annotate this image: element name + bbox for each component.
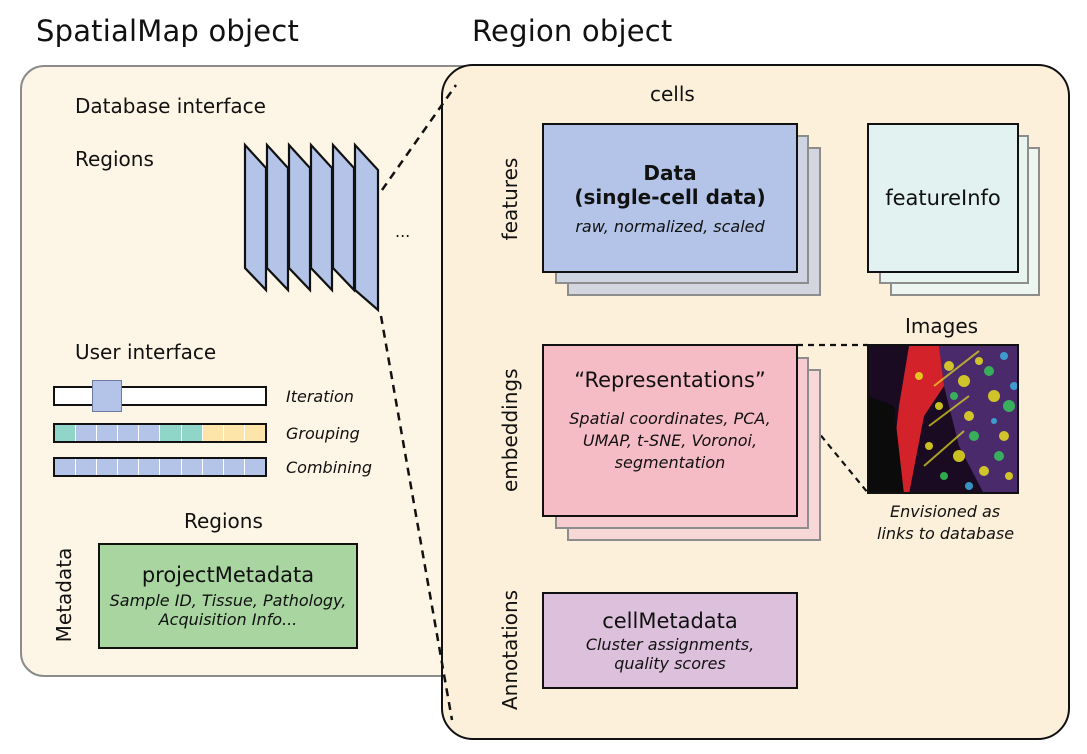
combining-bar bbox=[53, 457, 267, 477]
project-metadata-box: projectMetadata Sample ID, Tissue, Patho… bbox=[98, 543, 358, 649]
cellmetadata-line1: Cluster assignments, bbox=[585, 634, 755, 654]
bar-cell bbox=[202, 388, 224, 404]
user-interface-label: User interface bbox=[75, 340, 217, 364]
cellmetadata-line2: quality scores bbox=[614, 653, 726, 673]
data-subtitle: raw, normalized, scaled bbox=[575, 216, 765, 236]
bar-cell bbox=[55, 388, 77, 404]
cellmetadata-title: cellMetadata bbox=[602, 608, 738, 633]
bar-cell bbox=[181, 388, 203, 404]
bar-cell bbox=[97, 425, 119, 441]
bar-cell bbox=[160, 459, 182, 475]
representations-line2: UMAP, t-SNE, Voronoi, bbox=[582, 431, 758, 450]
region-title: Region object bbox=[472, 14, 673, 48]
cells-label: cells bbox=[650, 82, 695, 106]
representations-title: “Representations” bbox=[574, 368, 766, 392]
bar-cell bbox=[76, 425, 98, 441]
bar-cell bbox=[160, 388, 182, 404]
bar-cell bbox=[118, 459, 140, 475]
features-axis-label: features bbox=[498, 157, 522, 241]
regions-label-2: Regions bbox=[184, 509, 263, 533]
bar-cell bbox=[55, 425, 77, 441]
project-metadata-title: projectMetadata bbox=[141, 563, 315, 587]
envisioned-line2: links to database bbox=[877, 524, 1015, 543]
bar-cell bbox=[76, 459, 98, 475]
bar-cell bbox=[160, 425, 182, 441]
bar-cell bbox=[139, 459, 161, 475]
bar-cell bbox=[181, 425, 203, 441]
spatialmap-title: SpatialMap object bbox=[36, 14, 300, 48]
data-subtitle-bold: (single-cell data) bbox=[574, 184, 766, 209]
bar-cell bbox=[118, 425, 140, 441]
tissue-image-art bbox=[869, 346, 1017, 492]
grouping-bar bbox=[53, 423, 267, 443]
zoom-line-bottom bbox=[379, 315, 454, 721]
annotations-axis-label: Annotations bbox=[498, 589, 522, 710]
zoom-line-top bbox=[380, 84, 458, 191]
images-label: Images bbox=[905, 314, 979, 338]
bar-cell bbox=[139, 388, 161, 404]
database-interface-label: Database interface bbox=[75, 94, 266, 118]
metadata-axis-label: Metadata bbox=[52, 547, 76, 643]
envisioned-line1: Envisioned as bbox=[890, 502, 1001, 521]
data-box: Data (single-cell data) raw, normalized,… bbox=[542, 123, 798, 273]
project-metadata-line1: Sample ID, Tissue, Pathology, bbox=[109, 591, 347, 610]
image-link-bottom bbox=[799, 409, 869, 494]
grouping-label: Grouping bbox=[286, 424, 360, 443]
bar-cell bbox=[244, 459, 265, 475]
iteration-label: Iteration bbox=[286, 387, 354, 406]
regions-label: Regions bbox=[75, 147, 154, 171]
featureinfo-box: featureInfo bbox=[867, 123, 1019, 273]
bar-cell bbox=[55, 459, 77, 475]
bar-cell bbox=[244, 388, 265, 404]
bar-cell bbox=[139, 425, 161, 441]
data-title: Data bbox=[643, 160, 697, 185]
iteration-highlight bbox=[92, 380, 122, 412]
bar-cell bbox=[202, 425, 224, 441]
region-stack bbox=[243, 142, 380, 313]
bar-cell bbox=[202, 459, 224, 475]
representations-line1: Spatial coordinates, PCA, bbox=[569, 409, 771, 428]
bar-cell bbox=[118, 388, 140, 404]
representations-box: “Representations” Spatial coordinates, P… bbox=[542, 344, 798, 517]
regions-ellipsis: ... bbox=[395, 222, 411, 241]
embeddings-axis-label: embeddings bbox=[498, 368, 522, 492]
bar-cell bbox=[181, 459, 203, 475]
cellmetadata-box: cellMetadata Cluster assignments, qualit… bbox=[542, 592, 798, 689]
project-metadata-line2: Acquisition Info... bbox=[158, 610, 298, 629]
combining-label: Combining bbox=[286, 458, 373, 477]
tissue-image bbox=[867, 344, 1019, 494]
bar-cell bbox=[223, 459, 245, 475]
bar-cell bbox=[223, 425, 245, 441]
featureinfo-title: featureInfo bbox=[885, 186, 1001, 210]
representations-line3: segmentation bbox=[614, 453, 726, 472]
bar-cell bbox=[223, 388, 245, 404]
bar-cell bbox=[244, 425, 265, 441]
bar-cell bbox=[97, 459, 119, 475]
iteration-bar bbox=[53, 386, 267, 406]
